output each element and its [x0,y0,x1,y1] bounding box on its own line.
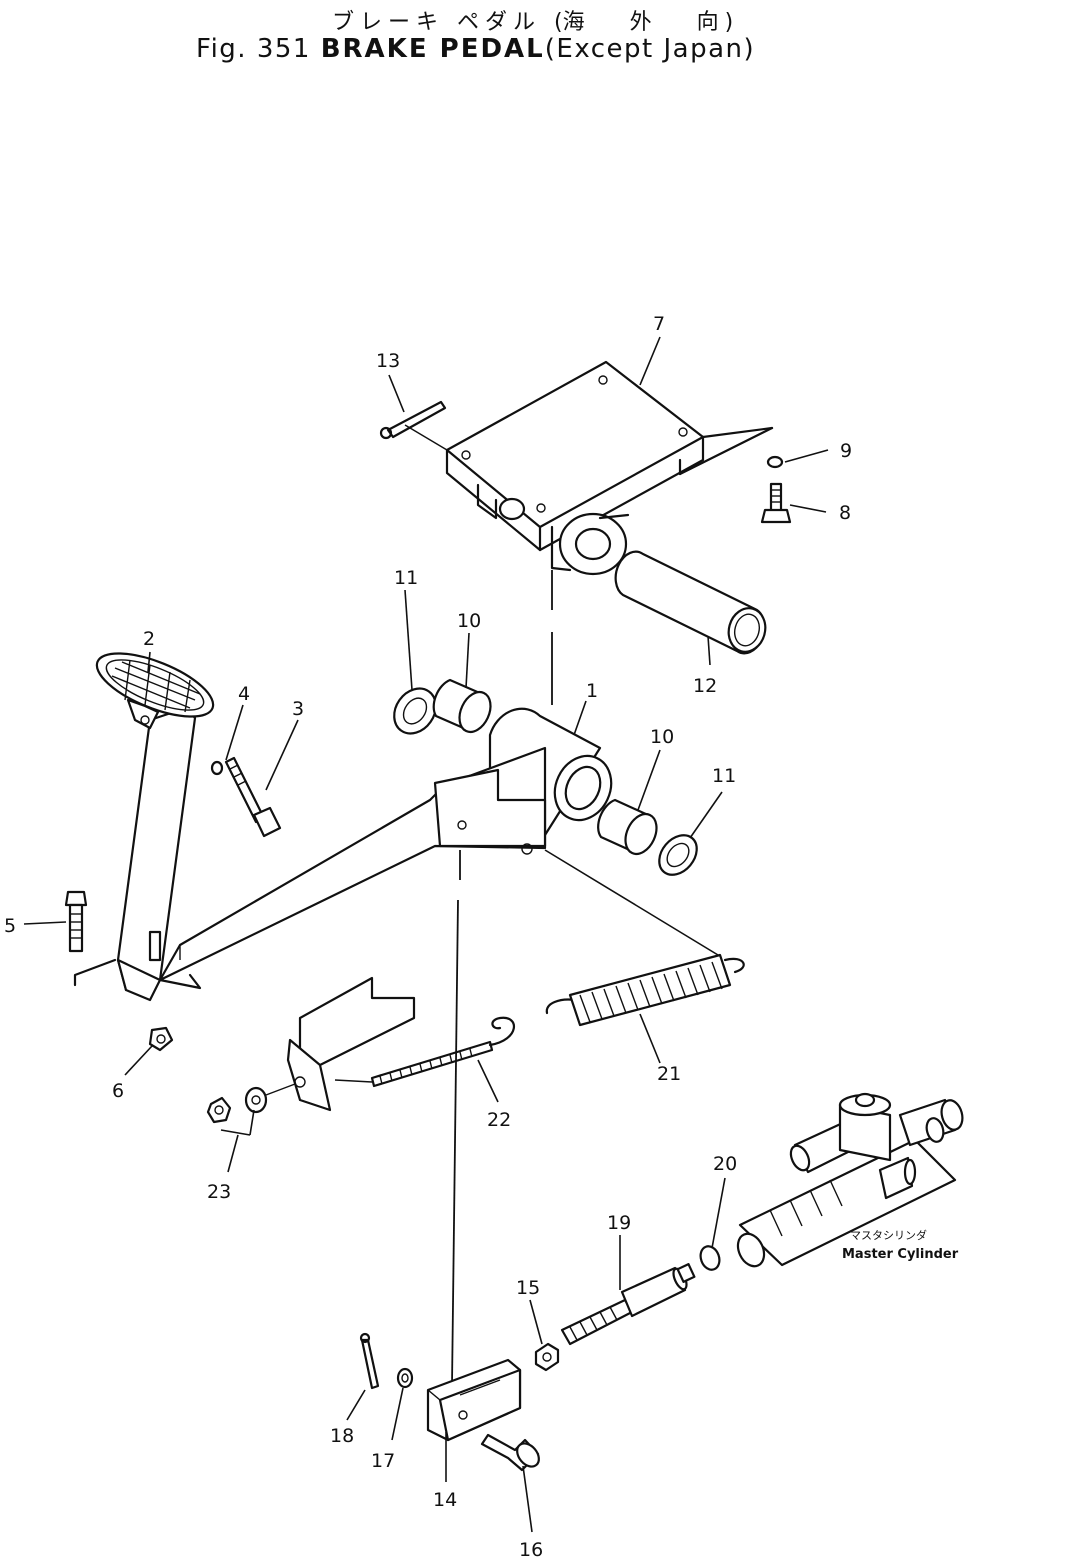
callout-numbers: 1 2 3 4 5 6 7 8 9 10 10 11 11 12 13 14 1… [4,313,852,1561]
callout-22: 22 [487,1109,511,1131]
callout-3: 3 [292,698,304,720]
part-22-spring-bracket [286,976,516,1112]
part-8-bolt [760,482,792,524]
master-cylinder: マスタシリンダ Master Cylinder [736,1092,964,1268]
figure-number: Fig. 351 [196,34,311,64]
callout-16: 16 [519,1539,543,1561]
callout-15: 15 [516,1277,540,1299]
part-17-washer [396,1367,414,1389]
figure-title: Fig. 351 BRAKE PEDAL(Except Japan) [196,34,756,64]
part-21-return-spring [545,953,745,1027]
part-12-pivot-pin [614,550,767,655]
part-23-nuts [206,1083,296,1124]
callout-12: 12 [693,675,717,697]
part-11-seal-left [393,687,437,735]
callout-2: 2 [143,628,155,650]
callout-14: 14 [433,1489,457,1511]
part-15-lock-nut [534,1342,560,1372]
part-1-pedal-arm [73,706,613,1002]
title-japanese-region-2: 外 [629,10,658,35]
figure-title-japanese: ブレーキ ペダル (海 外 向) [332,10,734,35]
part-10-bushing-right [597,798,658,856]
callout-7: 7 [653,313,665,335]
figure-name: BRAKE PEDAL [320,34,545,64]
callout-21: 21 [657,1063,681,1085]
callout-1: 1 [586,680,598,702]
figure-region: Except Japan [556,34,744,64]
callout-9: 9 [840,440,852,462]
callout-5: 5 [4,915,16,937]
title-japanese-region-3: 向 [696,10,725,35]
callout-8: 8 [839,502,851,524]
part-4-lock-washer [210,760,224,776]
callout-11-left: 11 [394,567,418,589]
part-18-split-pin [359,1332,380,1390]
part-7-bracket [445,360,774,576]
callout-10-right: 10 [650,726,674,748]
part-19-push-rod [560,1263,696,1346]
title-japanese-region-1: 海 [562,10,591,35]
callout-18: 18 [330,1425,354,1447]
callout-17: 17 [371,1450,395,1472]
callout-13: 13 [376,350,400,372]
part-14-clevis [426,1358,522,1442]
callout-10-left: 10 [457,610,481,632]
callout-6: 6 [112,1080,124,1102]
part-20-ring [699,1245,721,1271]
part-13-cotter-pin [379,400,447,440]
master-cylinder-label: Master Cylinder [842,1247,959,1262]
title-japanese-name: ブレーキ ペダル [332,10,541,35]
master-cylinder-label-japanese: マスタシリンダ [850,1228,927,1242]
part-11-seal-right [658,834,698,876]
leader-lines [23,336,829,1533]
callout-23: 23 [207,1181,231,1203]
part-9-washer [766,455,784,469]
callout-20: 20 [713,1153,737,1175]
callout-11-right: 11 [712,765,736,787]
callout-4: 4 [238,683,250,705]
callout-19: 19 [607,1212,631,1234]
part-3-bolt [224,756,282,838]
part-10-bushing-left [432,678,492,734]
part-5-stopper-bolt [64,890,88,953]
part-6-nut [148,1026,174,1052]
part-2-pedal-pad [95,652,215,730]
part-16-clevis-pin [480,1433,540,1472]
